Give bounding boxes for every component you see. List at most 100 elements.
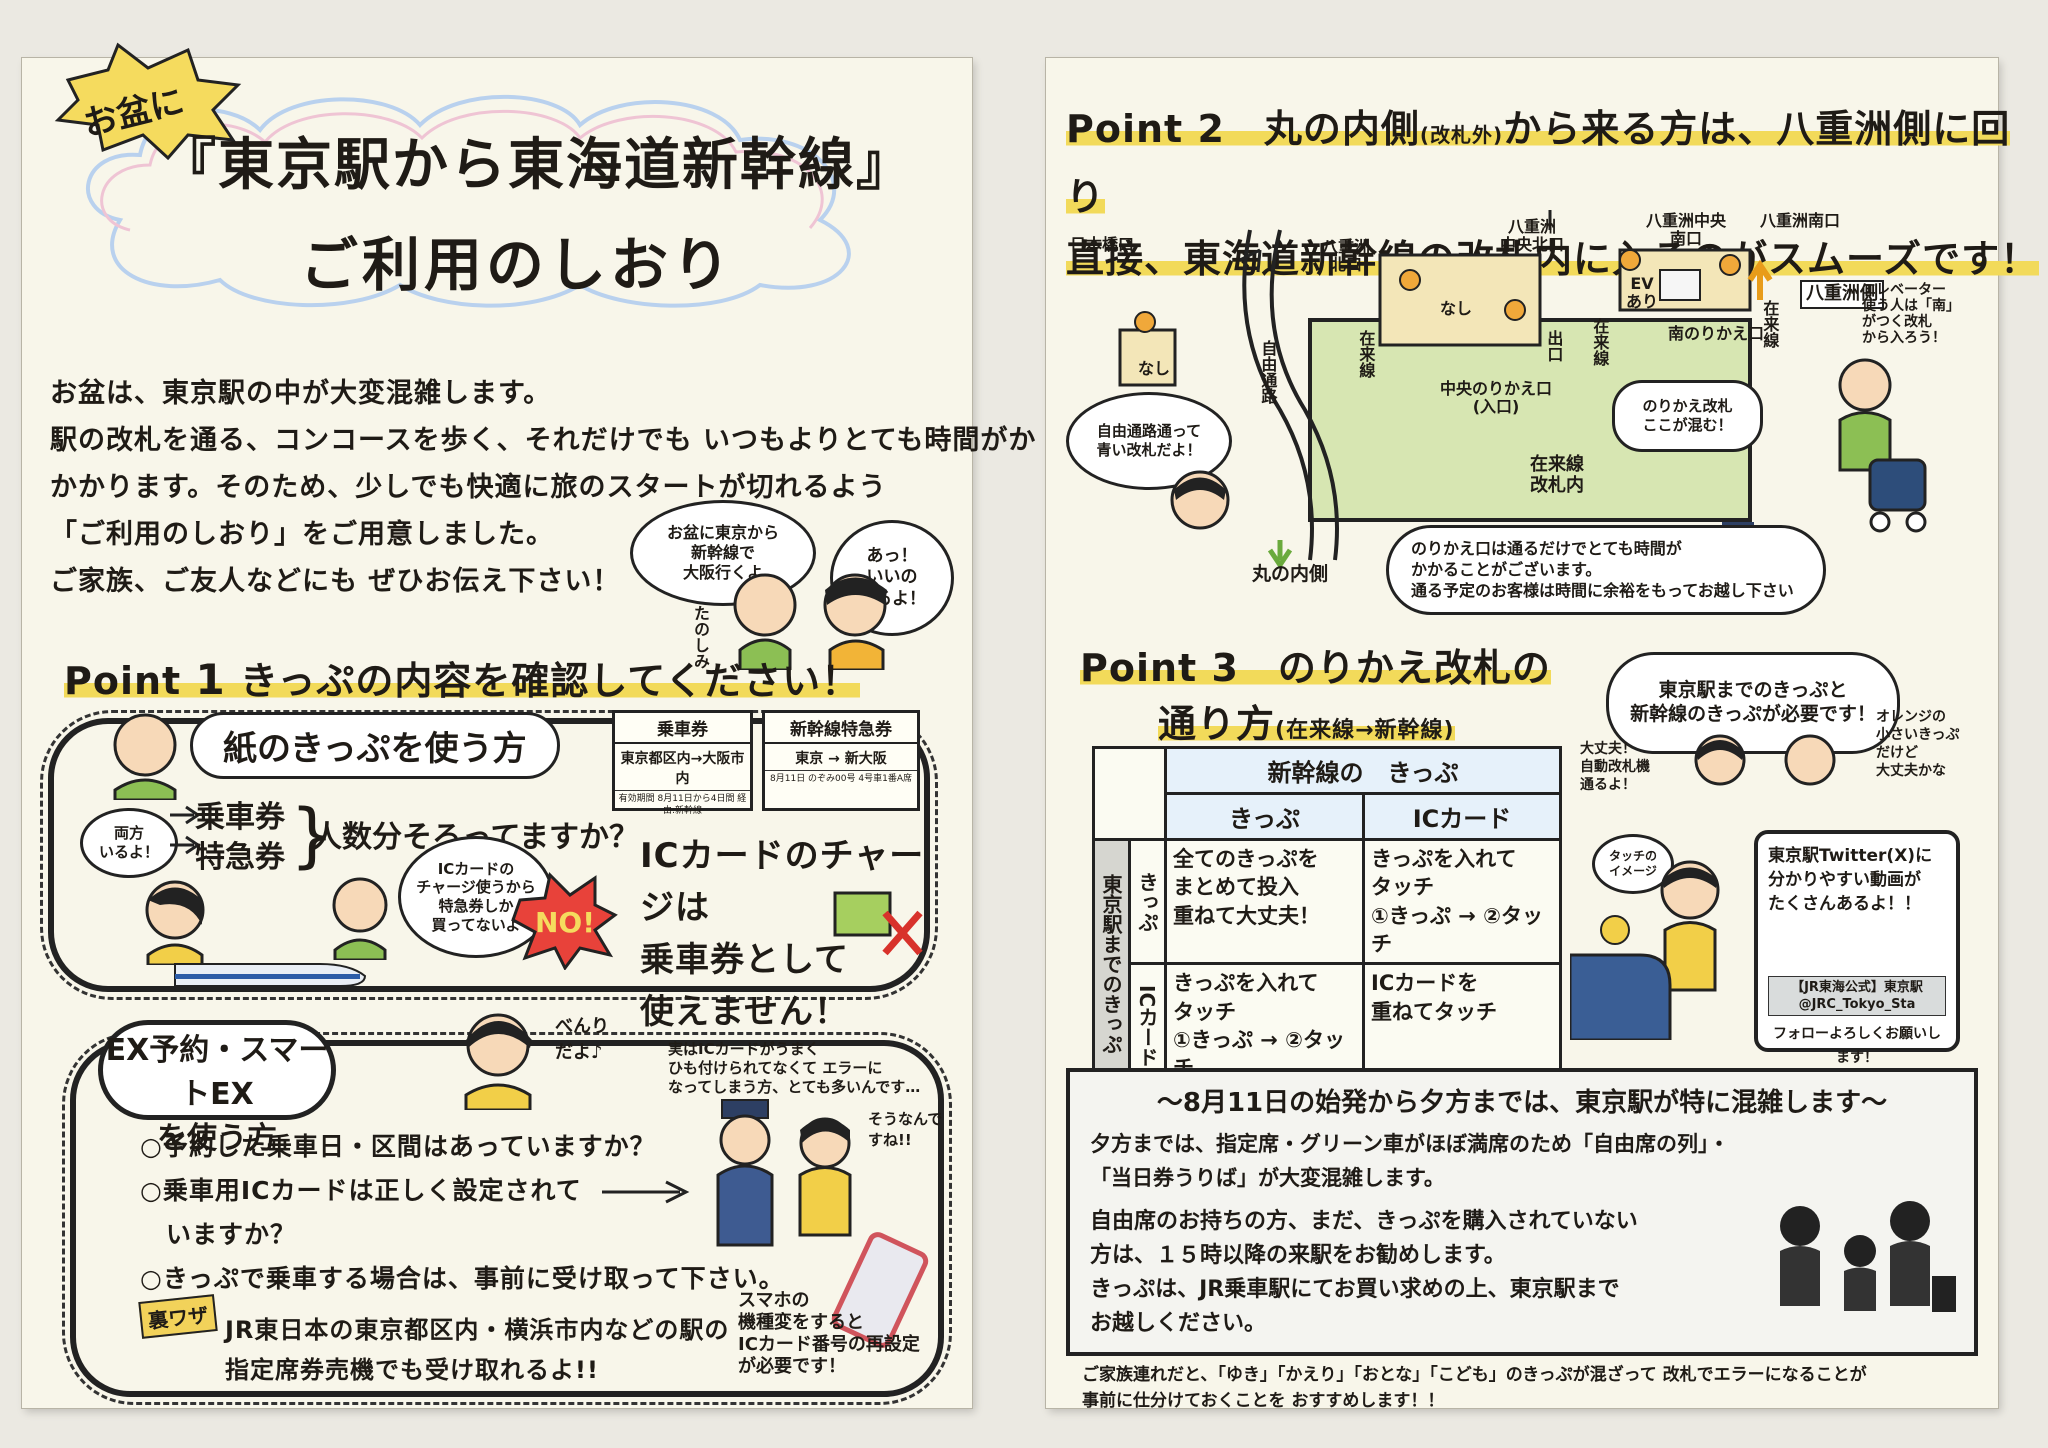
twitter-promo-box[interactable]: 東京駅Twitter(X)に 分かりやすい動画が たくさんあるよ！！ 【JR東海…: [1754, 830, 1960, 1066]
speech-bubble-need-tickets: 東京駅までのきっぷと 新幹線のきっぷが必要です！: [1606, 652, 1900, 754]
twitter-account[interactable]: 【JR東海公式】東京駅 @JRC_Tokyo_Sta: [1768, 976, 1946, 1016]
point3-small: (在来線→新幹線): [1275, 718, 1455, 743]
no-mark-text: NO!: [535, 906, 595, 939]
arrow-icon: [170, 805, 201, 855]
ticket-tokkyuken: 新幹線特急券 東京 → 新大阪 8月11日 のぞみ00号 4号車1番A席: [762, 710, 920, 811]
twitter-text: 東京駅Twitter(X)に 分かりやすい動画が たくさんあるよ！！: [1768, 846, 1933, 914]
smartphone-note: スマホの 機種変をすると ICカード番号の再設定 が必要です！: [738, 1290, 920, 1377]
map-label-yaesu-side: 八重洲側: [1800, 280, 1884, 309]
map-label-zairaisen: 在来線: [1356, 330, 1376, 378]
transfer-ticket-table: 新幹線の きっぷ きっぷ ICカード 東京駅までのきっぷ きっぷ 全てのきっぷを…: [1092, 746, 1562, 1090]
notice-body: 夕方までは、指定席・グリーン車がほぼ満席のため「自由席の列」・ 「当日券うりば」…: [1090, 1132, 1730, 1190]
paper-ticket-label: 紙のきっぷを使う方: [190, 712, 560, 779]
ticket-route: 東京 → 新大阪: [765, 744, 917, 771]
table-cell: 全てのきっぷを まとめて投入 重ねて大丈夫！: [1164, 837, 1365, 966]
checklist-item: ○きっぷで乗車する場合は、事前に受け取って下さい。: [140, 1264, 785, 1293]
ic-charge-note: ICカードのチャージは 乗車券として 使えません！: [640, 836, 925, 1032]
point2-small: (改札外): [1419, 123, 1504, 147]
transfer-delay-note: のりかえ口は通るだけでとても時間が かかることがございます。 通る予定のお客様は…: [1386, 525, 1826, 615]
point1-heading: Point 1 きっぷの内容を確認してください！: [64, 650, 861, 705]
notice-body: 自由席のお持ちの方、まだ、きっぷを購入されていない 方は、１５時以降の来駅をお勧…: [1090, 1209, 1638, 1336]
sounanda-text: そうなんで すね!!: [868, 1110, 943, 1149]
map-label-yaesu-north: 八重洲 北口: [1322, 237, 1371, 275]
no-burst-icon: NO!: [511, 871, 618, 970]
intro-line: 「ご利用のしおり」をご用意しました。: [50, 519, 554, 550]
table-col-ic: ICカード: [1362, 792, 1562, 841]
ex-checklist: ○予約した乗車日・区間はあっていますか？ ○乗車用ICカードは正しく設定されて …: [140, 1125, 785, 1301]
point3-heading: Point 3 のりかえ改札の 通り方(在来線→新幹線): [1080, 640, 1551, 759]
map-label-zairaisen: 在来線: [1760, 300, 1780, 348]
map-label-nihonbashi: 日本橋口: [1070, 235, 1135, 254]
title-cloud: [86, 94, 851, 308]
page-title: 『東京駅から東海道新幹線』: [160, 133, 914, 198]
tanoshimi-text: たのしみ: [691, 605, 710, 669]
table-title: 新幹線の きっぷ: [1164, 746, 1562, 795]
point1-text: きっぷの内容を確認してください！: [239, 659, 861, 703]
map-transfer-gate-bubble: のりかえ改札 ここが混む！: [1612, 380, 1763, 452]
point3-number: 3: [1211, 646, 1239, 690]
twitter-follow-text: フォローよろしくお願いします！: [1773, 1026, 1941, 1066]
title-badge-burst: [54, 42, 242, 160]
map-label-yaesu-central-south: 八重洲中央 南口: [1646, 211, 1727, 249]
intro-line: 駅の改札を通る、コンコースを歩く、それだけでも いつもよりとても時間がか: [50, 425, 1037, 456]
table-row-ticket: きっぷ: [1128, 837, 1167, 966]
speech-bubble-ic: ICカードの チャージ使うから 特急券しか 買ってないよ: [398, 836, 554, 958]
map-label-zairai-inside: 在来線 改札内: [1530, 454, 1584, 496]
map-label-zairaisen: 在来線: [1590, 318, 1610, 366]
point2-text: から来る方は、八重洲側に回り: [1066, 107, 2011, 219]
point2-marunouchi: 丸の内側: [1263, 107, 1420, 151]
point1-number: 1: [195, 655, 226, 704]
intro-line: お盆は、東京駅の中が大変混雑します。: [50, 378, 552, 409]
point3-line2: 通り方: [1158, 702, 1276, 746]
speech-bubble-both: 両方 いるよ！: [80, 808, 178, 878]
point2-number: 2: [1197, 107, 1225, 151]
pointing-man-illustration: [1170, 470, 1230, 530]
map-label-center-transfer: 中央のりかえ口 (入口): [1440, 379, 1553, 417]
ticket-head: 新幹線特急券: [765, 713, 917, 744]
map-label-exit: 出口: [1544, 330, 1564, 362]
benri-text: べんり だよ♪: [555, 1016, 609, 1063]
checklist-item: ○予約した乗車日・区間はあっていますか？: [140, 1132, 656, 1161]
woman-illustration: [145, 880, 205, 965]
smartphone-icon: [831, 1232, 929, 1348]
boy-at-gate-illustration: [1570, 860, 1720, 1040]
point3-line1: のりかえ改札の: [1277, 646, 1551, 690]
tip-badge: 裏ワザ: [138, 1294, 218, 1339]
train-icon: [174, 963, 367, 987]
table-row-group: 東京駅までのきっぷ: [1092, 838, 1131, 1090]
bald-man-illustration: [113, 713, 177, 800]
man-illustration: [332, 877, 388, 960]
ticket-details: 有効期間 8月11日から4日間 経由:新幹線: [618, 794, 747, 816]
map-label-nashi: なし: [1440, 299, 1473, 318]
map-label-ev: EV あり: [1626, 274, 1659, 312]
speech-bubble-osaka: お盆に東京から 新幹線で 大阪行くよ: [630, 500, 816, 606]
map-label-marunouchi: 丸の内側: [1252, 563, 1329, 585]
point2-label: Point: [1066, 107, 1184, 151]
point2-heading: Point 2 丸の内側(改札外)から来る方は、八重洲側に回り 直接、東海道新幹…: [1066, 98, 2048, 290]
daijobu-text: 大丈夫！ 自動改札機 通るよ！: [1580, 741, 1650, 793]
ticket-types: 乗車券 特急券: [195, 800, 285, 875]
page-subtitle: ご利用のしおり: [300, 231, 735, 299]
table-col-ticket: きっぷ: [1164, 792, 1365, 841]
stroller-family-illustration: [1838, 358, 1927, 533]
notice-title: ～8月11日の始発から夕方までは、東京駅が特に混雑します～: [1156, 1088, 1888, 1118]
intro-text: お盆は、東京駅の中が大変混雑します。 駅の改札を通る、コンコースを歩く、それだけ…: [50, 370, 1037, 605]
intro-line: ご家族、ご友人などにも ぜひお伝え下さい！: [50, 566, 621, 597]
congestion-notice: ～8月11日の始発から夕方までは、東京駅が特に混雑します～ 夕方までは、指定席・…: [1066, 1068, 1978, 1356]
tip-text: JR東日本の東京都区内・横浜市内などの駅の 指定席券売機でも受け取れるよ!!: [225, 1316, 730, 1384]
map-label-yaesu-south: 八重洲南口: [1760, 211, 1841, 230]
ex-reservation-label: EX予約・スマートEX を使う方: [98, 1020, 336, 1156]
footnote: ご家族連れだと、「ゆき」「かえり」「おとな」「こども」のきっぷが混ざって 改札で…: [1082, 1365, 1867, 1411]
point3-label: Point: [1080, 646, 1198, 690]
map-label-yaesu-central-north: 八重洲 中央北口: [1500, 217, 1565, 255]
traveling-family-illustration: [1780, 1201, 1956, 1312]
touch-image-bubble: タッチの イメージ: [1592, 834, 1674, 894]
orange-ticket-text: オレンジの 小さいきっぷ だけど 大丈夫かな: [1876, 709, 1960, 779]
kids-illustration: [1694, 734, 1836, 786]
ticket-route: 東京都区内→大阪市内: [615, 744, 750, 791]
intro-line: かかります。そのため、少しでも快適に旅のスタートが切れるよう: [50, 472, 887, 503]
ticket-details: 8月11日 のぞみ00号 4号車1番A席: [770, 774, 912, 784]
elevator-note: エレベーター 使う人は「南」 がつく改札 から入ろう！: [1862, 282, 1960, 347]
ticket-joushaken: 乗車券 東京都区内→大阪市内 有効期間 8月11日から4日間 経由:新幹線: [612, 710, 753, 816]
point2-line2: 直接、東海道新幹線の改札内に入るのがスムーズです！: [1066, 237, 2040, 281]
